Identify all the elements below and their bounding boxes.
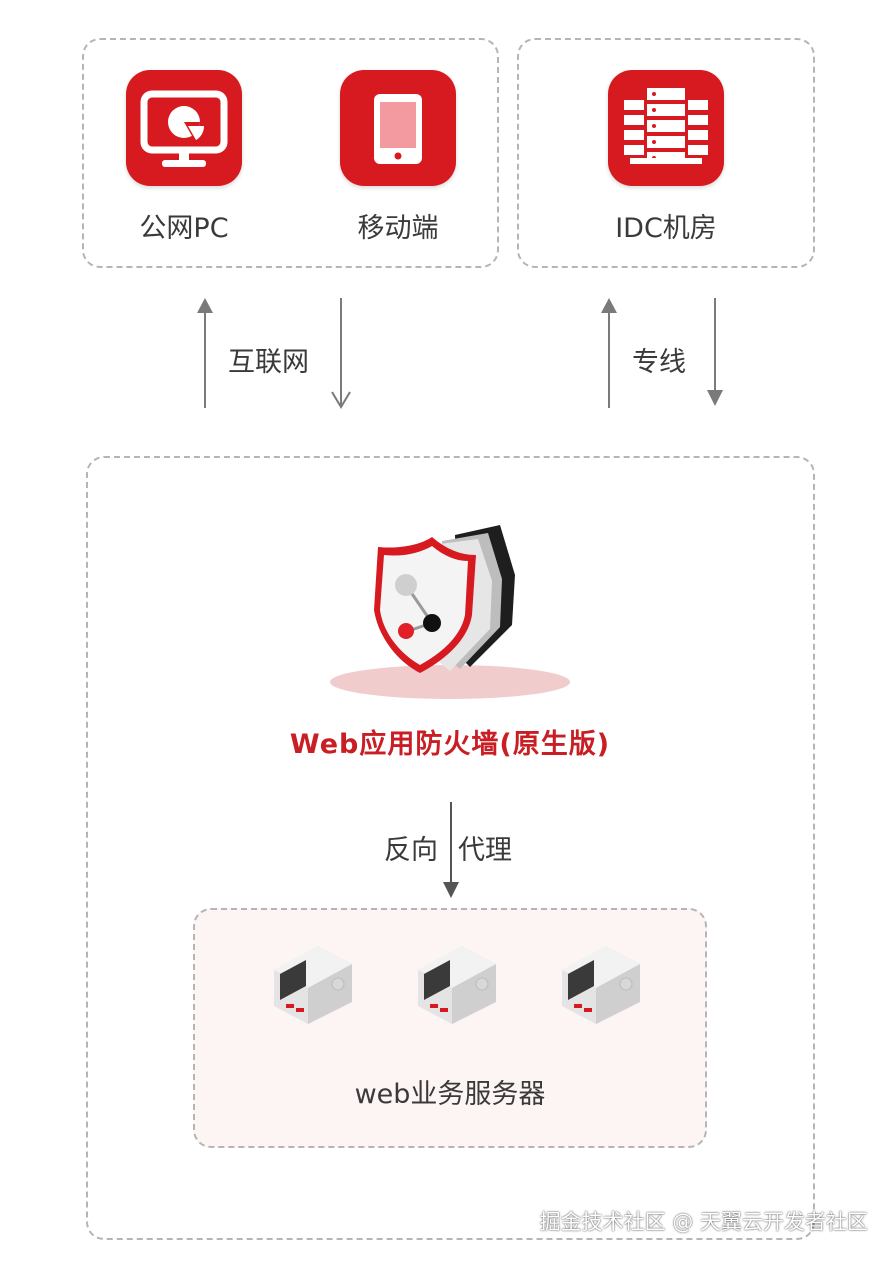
waf-title: Web应用防火墙(原生版) [200,722,700,761]
down-arrow-icon [326,296,356,411]
servers-label: web业务服务器 [300,1072,600,1111]
proxy-label-right: 代理 [458,828,528,867]
watermark: 掘金技术社区 @ 天翼云开发者社区 [540,1206,868,1236]
idc-label: IDC机房 [596,206,736,245]
server-rack-icon [608,70,724,186]
server-machine-icon [266,940,362,1026]
dedicated-line-label: 专线 [632,340,702,379]
monitor-icon [126,70,242,186]
server-machine-icon [410,940,506,1026]
shield-icon [320,515,580,705]
mobile-label: 移动端 [338,206,458,245]
up-arrow-icon [190,295,220,410]
up-arrow-icon [594,295,624,410]
down-arrow-icon [700,296,730,411]
server-machine-icon [554,940,650,1026]
tablet-icon [340,70,456,186]
public-pc-label: 公网PC [124,206,244,245]
proxy-label-left: 反向 [384,828,444,867]
internet-label: 互联网 [228,340,318,379]
